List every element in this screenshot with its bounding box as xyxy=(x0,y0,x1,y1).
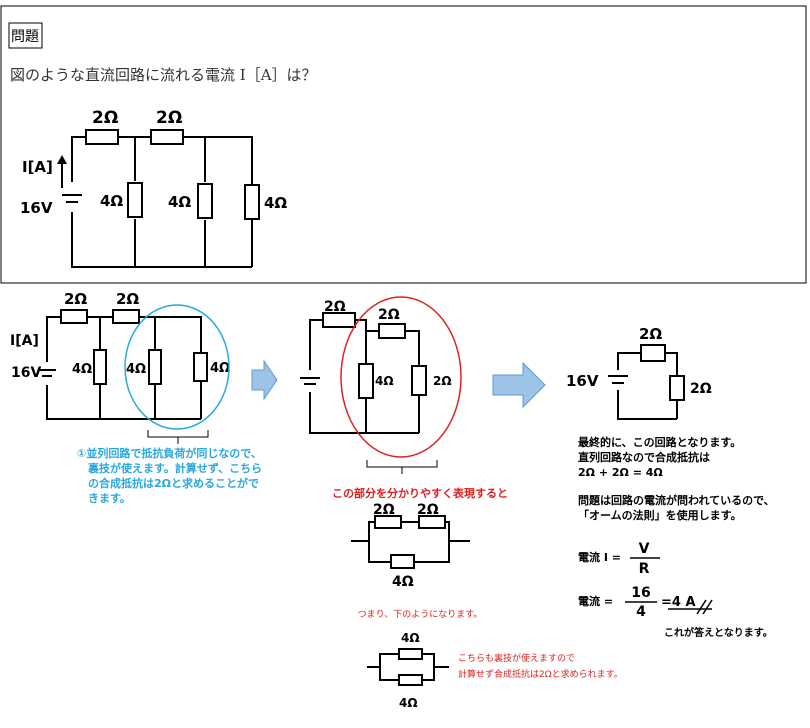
formula1-numerator: V xyxy=(639,541,650,557)
step2-caption2: つまり、下のようになります。 xyxy=(358,609,483,620)
step1-r5-label: 4Ω xyxy=(210,361,230,376)
step1-r4-label: 4Ω xyxy=(126,362,146,377)
step1-resistors xyxy=(60,309,208,385)
step2-caption: この部分を分かりやすく表現すると xyxy=(332,486,508,500)
problem-tag-box xyxy=(8,22,43,49)
step2-r1-label: 2Ω xyxy=(324,299,346,315)
main-r3-label: 4Ω xyxy=(100,192,123,210)
formula2-numerator: 16 xyxy=(631,585,650,601)
step2-note-line: こちらも裏技が使えますので xyxy=(458,652,575,664)
step2-note: こちらも裏技が使えますので 計算せず合成抵抗は2Ωと求められます。 xyxy=(458,652,623,680)
final-line: 最終的に、この回路となります。 xyxy=(578,435,741,449)
step2-bracket xyxy=(366,460,438,474)
problem-question: 図のような直流回路に流れる電流 I［A］は？ xyxy=(10,66,317,84)
main-voltage-label: 16V xyxy=(20,199,53,217)
step2-simplified-circuit xyxy=(367,653,449,681)
main-r2-label: 2Ω xyxy=(156,108,182,128)
formula1-denominator: R xyxy=(639,561,650,577)
step1-note-line: の合成抵抗は2Ωと求めることがで xyxy=(88,476,259,490)
step1-note-line: きます。 xyxy=(88,492,131,505)
step2-highlight-ellipse xyxy=(340,296,462,458)
main-current-label: I[A] xyxy=(22,158,53,176)
step1-bracket xyxy=(147,430,209,444)
step1-voltage-label: 16V xyxy=(11,365,41,381)
step1-circuit xyxy=(38,316,202,420)
step1-note: ①並列回路で抵抗負荷が同じなので、 裏技が使えます。計算せず、こちら の合成抵抗… xyxy=(77,446,262,505)
main-r4-label: 4Ω xyxy=(168,193,191,211)
result-double-slash-icon xyxy=(696,599,713,615)
step2-expanded-circuit xyxy=(351,521,470,563)
final-line: 2Ω + 2Ω = 4Ω xyxy=(578,466,663,479)
step2-r3-label: 4Ω xyxy=(375,374,394,388)
problem-tag: 問題 xyxy=(11,29,39,45)
step2-r2-label: 2Ω xyxy=(378,307,400,323)
final-line: 問題は回路の電流が問われているので、 xyxy=(578,493,775,507)
step2-expanded-resistors xyxy=(374,515,446,569)
step2-circuit xyxy=(300,319,420,434)
step-arrow-2-icon xyxy=(492,361,546,409)
main-r5-label: 4Ω xyxy=(264,194,287,212)
step2-resistors xyxy=(322,312,427,399)
step1-note-line: ①並列回路で抵抗負荷が同じなので、 xyxy=(77,446,262,460)
final-r1-label: 2Ω xyxy=(639,325,662,343)
current-arrow-icon xyxy=(57,155,67,164)
step1-r1-label: 2Ω xyxy=(64,290,87,308)
formula2-denominator: 4 xyxy=(636,604,646,620)
step2-note-line: 計算せず合成抵抗は2Ωと求められます。 xyxy=(458,668,623,680)
step1-current-label: I[A] xyxy=(10,333,39,349)
final-voltage-label: 16V xyxy=(566,372,599,390)
step2-r4-label: 2Ω xyxy=(433,374,452,388)
final-r2-label: 2Ω xyxy=(690,381,712,397)
step1-highlight-ellipse xyxy=(124,304,230,430)
step2-simplified-resistors xyxy=(398,648,423,686)
formula2-label: 電流 = xyxy=(578,594,613,608)
formula2-result: =4 A xyxy=(661,595,696,610)
final-circuit xyxy=(608,352,678,420)
final-line: 「オームの法則」を使用します。 xyxy=(578,508,742,522)
step2-simp-r2-label: 4Ω xyxy=(399,696,418,710)
step1-r3-label: 4Ω xyxy=(72,362,92,377)
main-circuit xyxy=(61,136,253,268)
problem-frame xyxy=(0,5,807,284)
step2-exp-r3-label: 4Ω xyxy=(392,574,414,590)
step1-r2-label: 2Ω xyxy=(116,290,139,308)
step2-simp-r1-label: 4Ω xyxy=(401,631,420,645)
step2-exp-r2-label: 2Ω xyxy=(417,502,439,518)
final-explanation: 最終的に、この回路となります。 直列回路なので合成抵抗は 2Ω + 2Ω = 4… xyxy=(578,435,775,522)
answer-note: これが答えとなります。 xyxy=(664,626,773,639)
final-resistors xyxy=(640,344,685,401)
main-r1-label: 2Ω xyxy=(92,108,118,128)
formula1-label: 電流 I = xyxy=(578,550,621,564)
step2-exp-r1-label: 2Ω xyxy=(373,502,395,518)
step-arrow-1-icon xyxy=(251,359,278,401)
final-line: 直列回路なので合成抵抗は xyxy=(578,450,710,464)
step1-note-line: 裏技が使えます。計算せず、こちら xyxy=(87,461,262,475)
